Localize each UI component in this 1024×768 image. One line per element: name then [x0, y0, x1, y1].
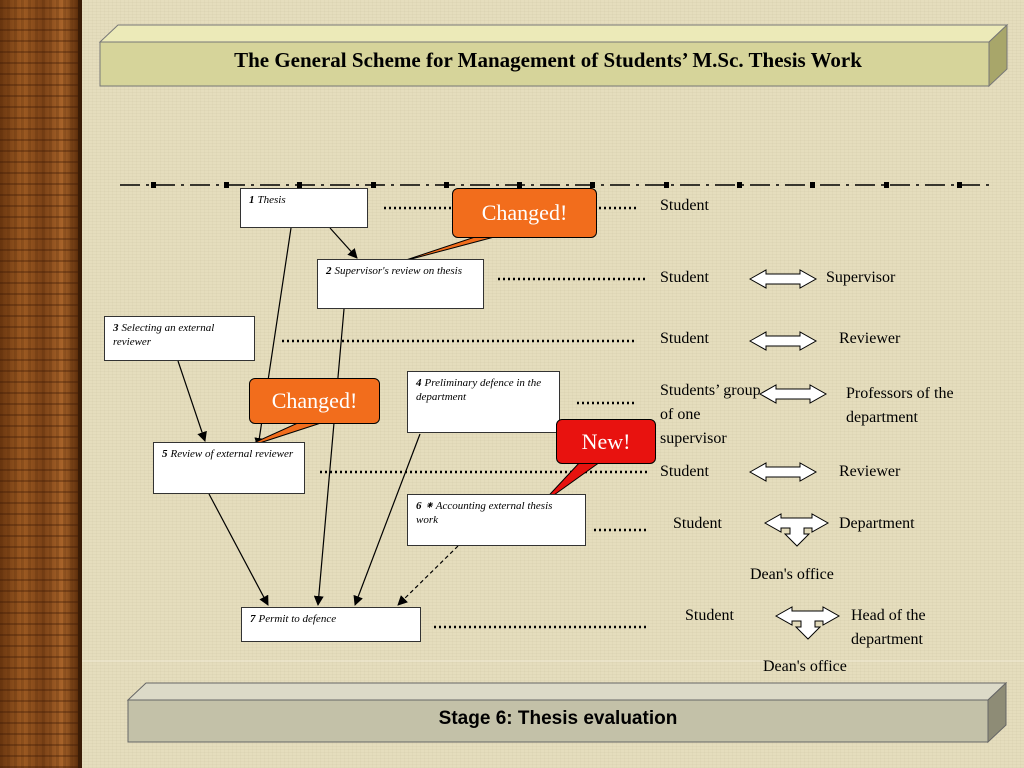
callout-changed-top: Changed! — [452, 188, 597, 238]
box-label: Selecting an external reviewer — [113, 322, 215, 349]
fork-arrow-icon — [774, 606, 841, 640]
role-head-of-department: Head of the department — [851, 607, 926, 648]
callout-changed-left: Changed! — [249, 378, 380, 424]
box-number: 1 — [249, 194, 255, 206]
double-arrow-icon — [748, 462, 818, 482]
double-arrow-icon — [758, 384, 828, 404]
role-student: Student — [660, 330, 709, 347]
role-supervisor: Supervisor — [826, 269, 896, 286]
role-student: Student — [685, 607, 734, 624]
box-number: 2 — [326, 265, 332, 277]
top-rule — [120, 182, 990, 188]
box-number: 6 — [416, 500, 422, 512]
role-reviewer: Reviewer — [839, 463, 901, 480]
role-department: Department — [839, 515, 915, 532]
box-label: Permit to defence — [258, 613, 337, 625]
box-label: Supervisor's review on thesis — [334, 265, 463, 277]
footer-banner — [126, 681, 1008, 744]
fork-arrow-icon — [763, 513, 830, 547]
callout-new: New! — [556, 419, 656, 464]
role-deans-office: Dean's office — [750, 566, 834, 583]
box-number: 4 — [416, 377, 422, 389]
box-label: Accounting external thesis work — [416, 500, 553, 527]
double-arrow-icon — [748, 331, 818, 351]
box-number: 3 — [113, 322, 119, 334]
title-banner — [98, 23, 1009, 88]
box-label: Review of external reviewer — [170, 448, 294, 460]
role-student: Student — [660, 463, 709, 480]
role-deans-office: Dean's office — [763, 658, 847, 675]
box-6-accounting-external-work: 6⁕Accounting external thesis work — [407, 494, 586, 546]
slide-title: The General Scheme for Management of Stu… — [234, 48, 862, 72]
box-number: 5 — [162, 448, 168, 460]
double-arrow-icon — [748, 269, 818, 289]
role-professors: Professors of the department — [846, 385, 954, 426]
stage-label: Stage 6: Thesis evaluation — [438, 708, 678, 729]
box-label: Thesis — [257, 194, 286, 206]
role-student: Student — [673, 515, 722, 532]
wood-border — [0, 0, 78, 768]
role-student: Student — [660, 269, 709, 286]
role-student: Student — [660, 197, 709, 214]
box-number: 7 — [250, 613, 256, 625]
role-students-group: Students’ group of one supervisor — [660, 382, 761, 447]
role-reviewer: Reviewer — [839, 330, 901, 347]
asterisk-mark: ⁕ — [424, 500, 434, 512]
wood-border-edge — [78, 0, 82, 768]
box-label: Preliminary defence in the department — [416, 377, 542, 404]
